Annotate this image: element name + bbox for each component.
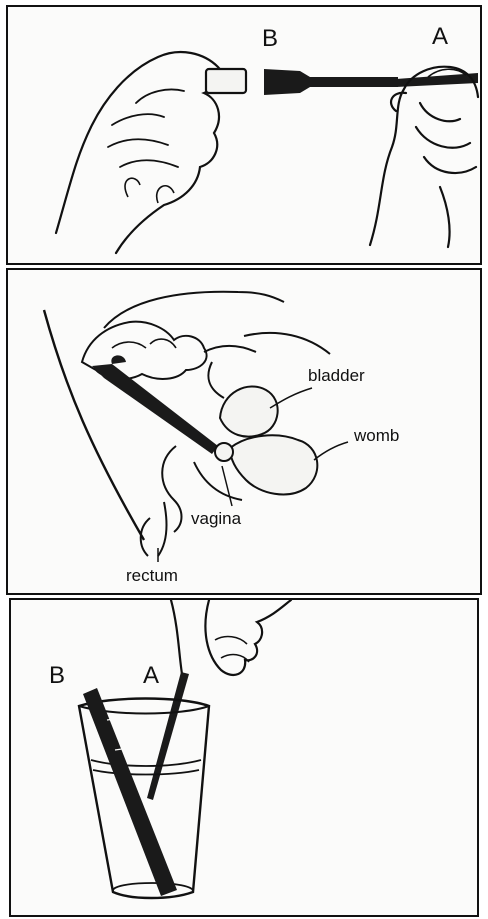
stick-cap — [206, 69, 246, 93]
body-outline — [44, 310, 144, 540]
label-bladder: bladder — [308, 367, 365, 384]
label-womb: womb — [354, 427, 399, 444]
label-b: B — [49, 664, 65, 688]
water-line — [91, 760, 201, 775]
left-hand — [56, 52, 222, 253]
right-hand — [370, 67, 478, 247]
bladder-shape — [220, 386, 278, 436]
label-rectum: rectum — [126, 567, 178, 584]
middle-illustration-panel: bladder womb vagina rectum — [6, 268, 482, 595]
stick-b-in-glass — [83, 688, 177, 896]
label-a: A — [432, 25, 448, 49]
label-b: B — [262, 27, 278, 51]
hands-separating-stick-drawing — [8, 7, 480, 263]
womb-shape — [230, 435, 317, 494]
stick-b — [264, 69, 398, 95]
label-vagina: vagina — [191, 510, 241, 527]
insertion-anatomy-drawing — [8, 270, 480, 593]
label-a: A — [143, 664, 159, 688]
top-illustration-panel: B A — [6, 5, 482, 265]
stick-a — [147, 672, 189, 800]
bottom-illustration-panel: B A — [9, 598, 479, 917]
dropping-hand — [171, 600, 291, 680]
glass-with-sticks-drawing — [11, 600, 477, 915]
rectum-shape — [141, 502, 167, 556]
